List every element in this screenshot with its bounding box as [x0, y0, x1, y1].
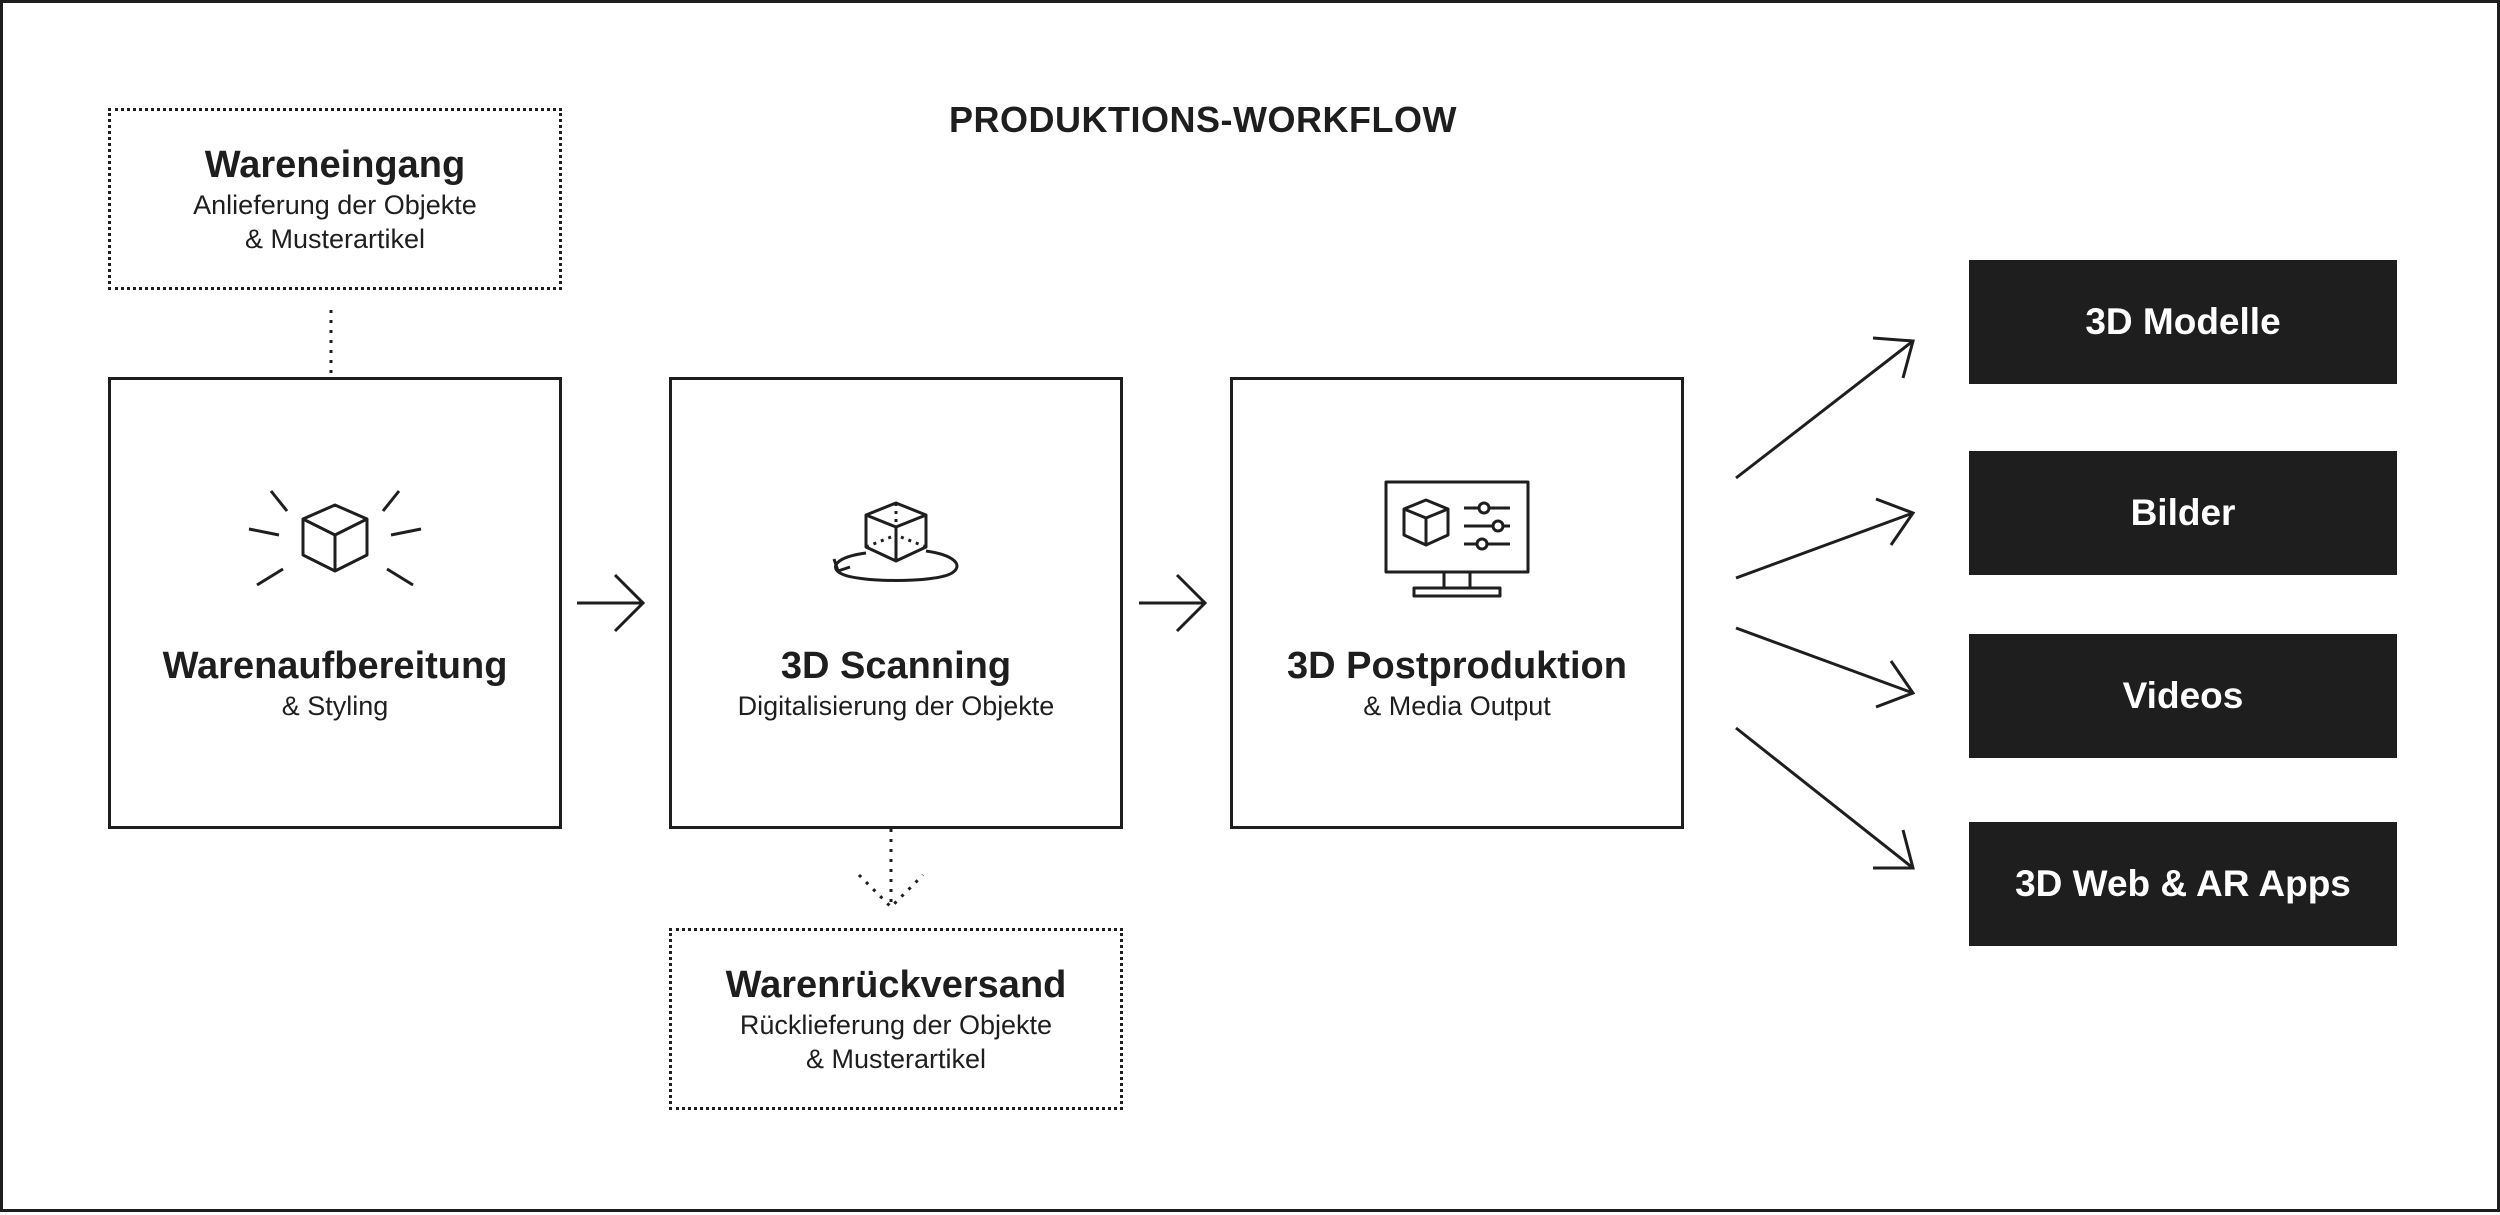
output-bilder: Bilder: [1969, 451, 2397, 575]
output-videos: Videos: [1969, 634, 2397, 758]
stage-postproduction: 3D Postproduktion & Media Output: [1230, 377, 1684, 829]
rotating-cube-icon: [826, 475, 966, 605]
arrow-to-bilder: [1735, 497, 1916, 580]
stage-postproduction-sub: & Media Output: [1363, 691, 1551, 721]
return-line-1: Rücklieferung der Objekte: [739, 1010, 1053, 1040]
output-3d-modelle: 3D Modelle: [1969, 260, 2397, 384]
input-line-2: & Musterartikel: [244, 224, 426, 254]
return-box: Warenrückversand Rücklieferung der Objek…: [669, 928, 1123, 1110]
arrow-prep-to-scan: [577, 573, 646, 633]
stage-preparation: Warenaufbereitung & Styling: [108, 377, 562, 829]
arrow-to-apps: [1735, 726, 1915, 870]
diagram-title: PRODUKTIONS-WORKFLOW: [949, 99, 1457, 140]
input-box: Wareneingang Anlieferung der Objekte & M…: [108, 108, 562, 290]
return-line-2: & Musterartikel: [805, 1044, 987, 1074]
return-heading: Warenrückversand: [725, 964, 1067, 1006]
burst-cube-icon: [245, 475, 425, 605]
stage-postproduction-heading: 3D Postproduktion: [1287, 645, 1627, 687]
stage-preparation-sub: & Styling: [281, 691, 389, 721]
arrow-input-to-prep: [297, 310, 365, 451]
input-heading: Wareneingang: [204, 144, 466, 186]
stage-preparation-heading: Warenaufbereitung: [162, 645, 508, 687]
stage-scanning-heading: 3D Scanning: [780, 645, 1012, 687]
stage-scanning-sub: Digitalisierung der Objekte: [737, 691, 1055, 721]
arrow-to-videos: [1735, 626, 1916, 709]
stage-scanning: 3D Scanning Digitalisierung der Objekte: [669, 377, 1123, 829]
input-line-1: Anlieferung der Objekte: [193, 190, 477, 220]
arrow-scan-to-post: [1139, 573, 1208, 633]
monitor-sliders-icon: [1382, 475, 1532, 605]
arrow-to-3d-modelle: [1735, 336, 1915, 480]
output-3d-web-ar-apps: 3D Web & AR Apps: [1969, 822, 2397, 946]
